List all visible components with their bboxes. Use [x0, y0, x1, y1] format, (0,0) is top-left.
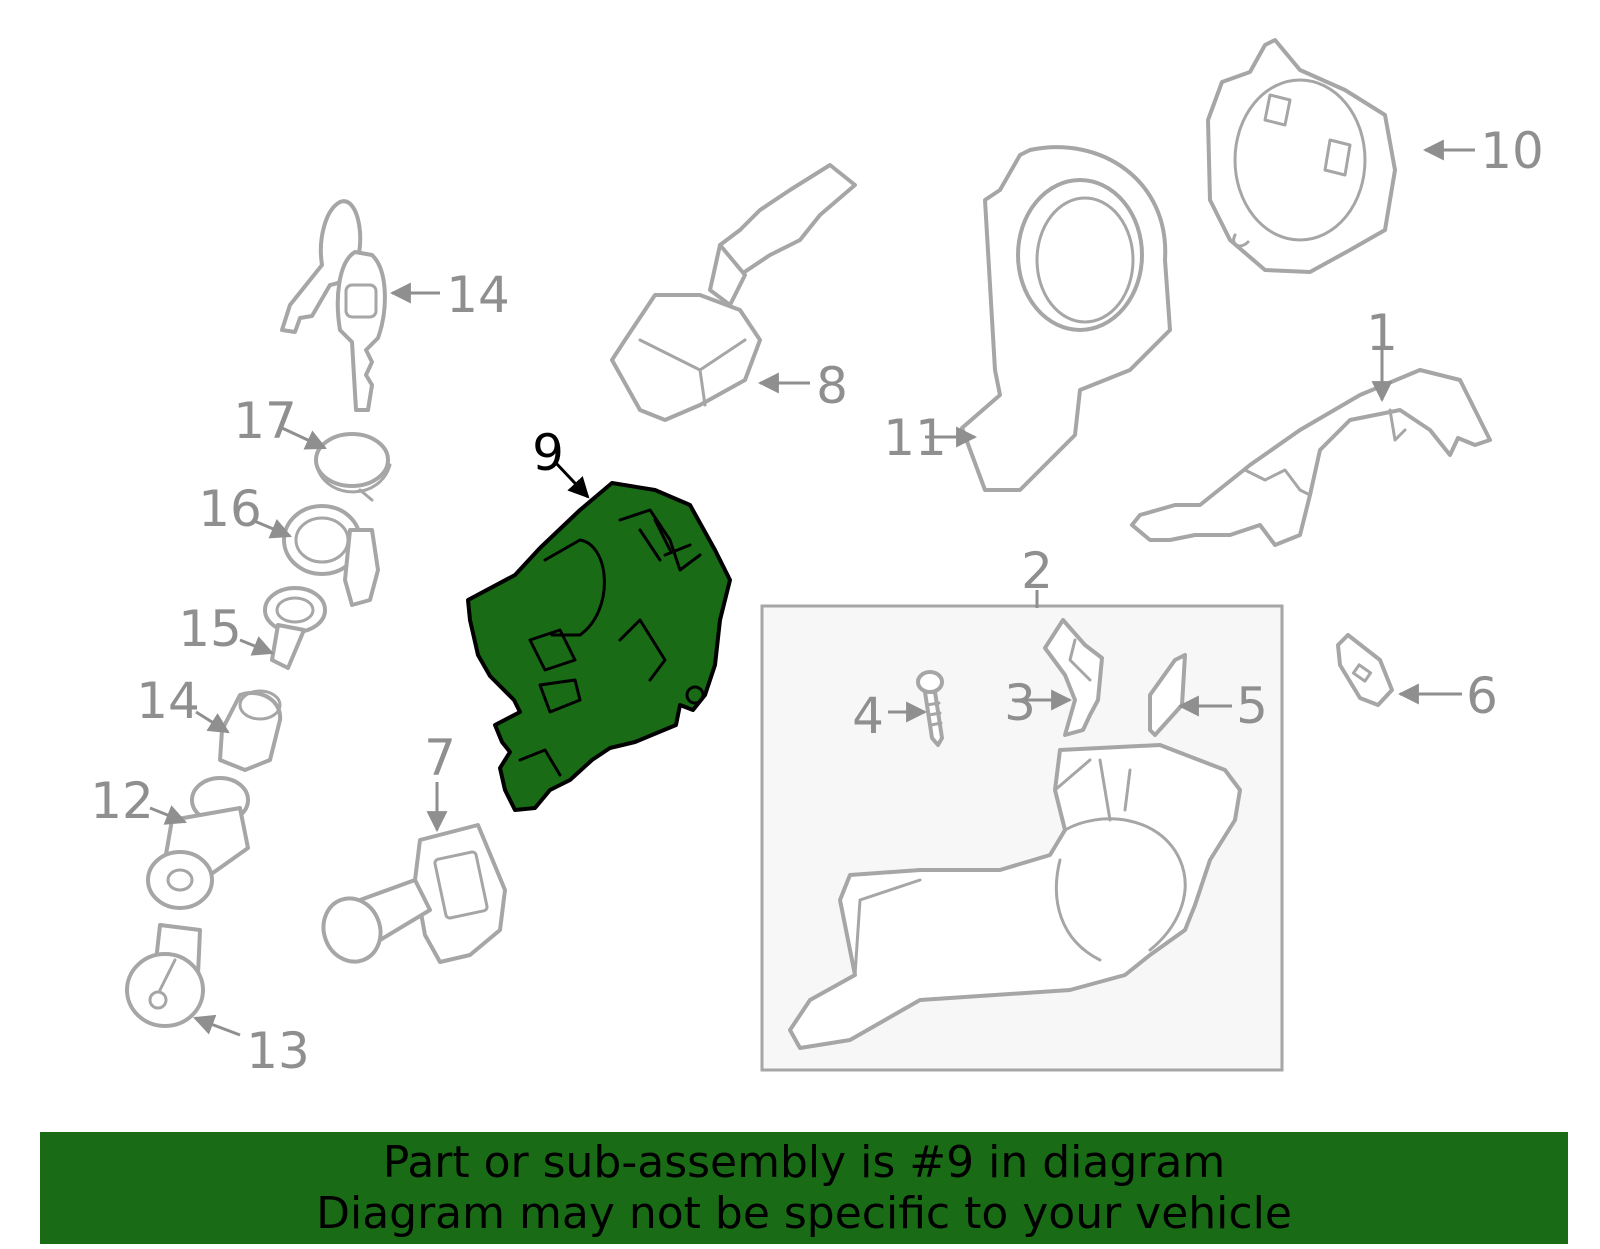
part-2-group-box: [760, 604, 1284, 1072]
callout-14-top: 14: [446, 266, 510, 324]
callout-2: 2: [1021, 542, 1053, 600]
part-3-bracket: [1043, 618, 1104, 737]
part-11-clockspring-cover: [960, 145, 1172, 492]
part-12-ignition-switch: [146, 776, 250, 910]
part-17-ring: [314, 432, 392, 502]
callout-16: 16: [198, 480, 262, 538]
callout-9: 9: [532, 424, 564, 482]
part-14-lock-cylinder: [218, 689, 283, 772]
callout-12: 12: [90, 772, 154, 830]
part-8-wiper-switch: [610, 163, 857, 422]
callout-5: 5: [1236, 677, 1268, 735]
part-7-turn-signal-switch: [321, 823, 507, 964]
part-15-cylinder: [263, 586, 327, 670]
part-5-plate: [1148, 653, 1187, 737]
part-1-upper-cover: [1130, 368, 1492, 547]
info-banner: Part or sub-assembly is #9 in diagram Di…: [40, 1132, 1568, 1244]
banner-line-1: Part or sub-assembly is #9 in diagram: [382, 1137, 1226, 1188]
part-9-highlighted-bracket: [466, 481, 732, 812]
part-14-keys: [280, 199, 387, 412]
part-6-clip: [1336, 633, 1394, 707]
callout-13: 13: [246, 1022, 310, 1080]
callout-11: 11: [883, 409, 947, 467]
part-16-ring-connector: [282, 504, 380, 607]
callout-8: 8: [816, 357, 848, 415]
banner-line-2: Diagram may not be specific to your vehi…: [316, 1188, 1292, 1239]
callout-14-lower: 14: [136, 672, 200, 730]
callout-15: 15: [178, 600, 242, 658]
callout-1: 1: [1366, 304, 1398, 362]
part-10-clock-spring: [1206, 38, 1397, 274]
callout-3: 3: [1004, 674, 1036, 732]
callout-4: 4: [852, 687, 884, 745]
callout-7: 7: [424, 729, 456, 787]
callout-6: 6: [1466, 667, 1498, 725]
part-13-switch-body: [125, 923, 205, 1028]
leader-lines: [149, 139, 1475, 1037]
part-4-screw: [916, 670, 944, 747]
callout-10: 10: [1480, 122, 1544, 180]
callout-17: 17: [233, 392, 297, 450]
